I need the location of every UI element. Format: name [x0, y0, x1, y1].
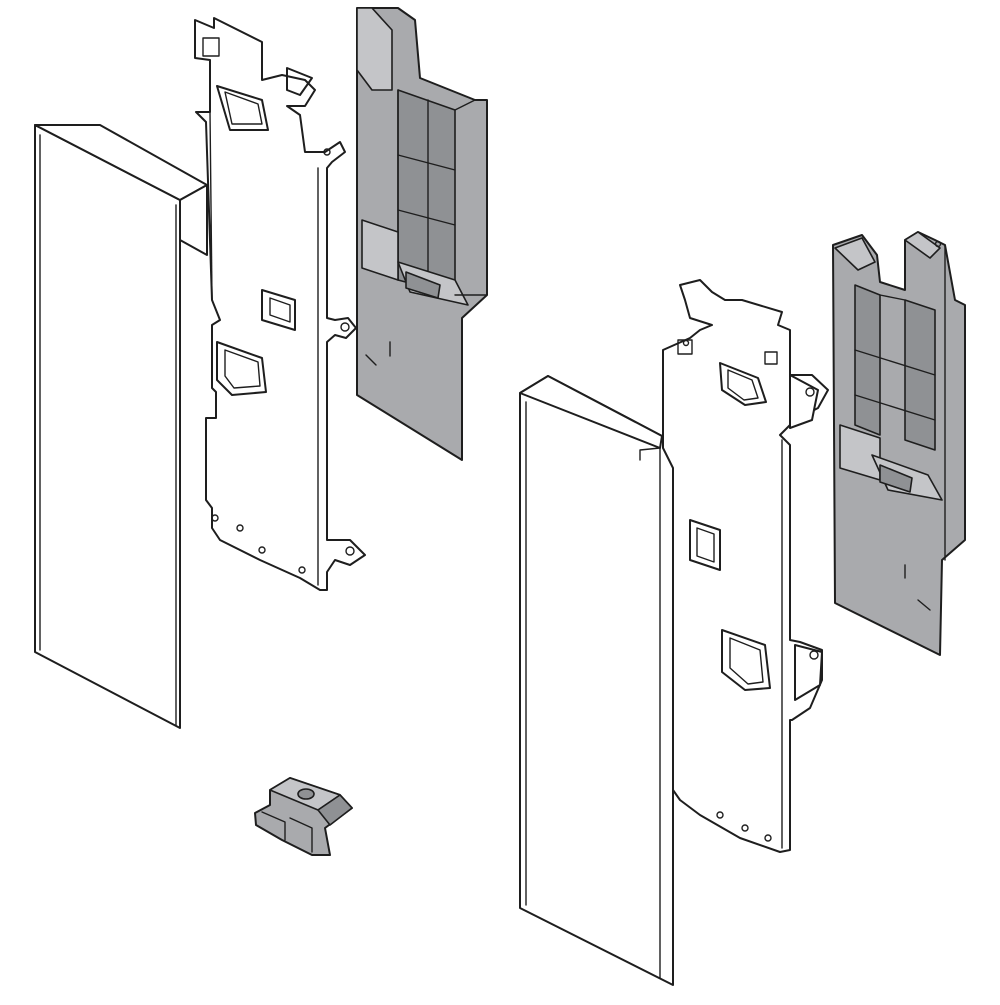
right-front-cover — [519, 375, 674, 986]
right-mounting-bracket — [662, 279, 829, 853]
right-gray-housing — [832, 231, 966, 656]
small-clip-nut — [254, 777, 353, 856]
left-mounting-bracket — [194, 17, 366, 591]
left-front-cover — [34, 124, 208, 729]
left-gray-housing — [356, 7, 488, 461]
